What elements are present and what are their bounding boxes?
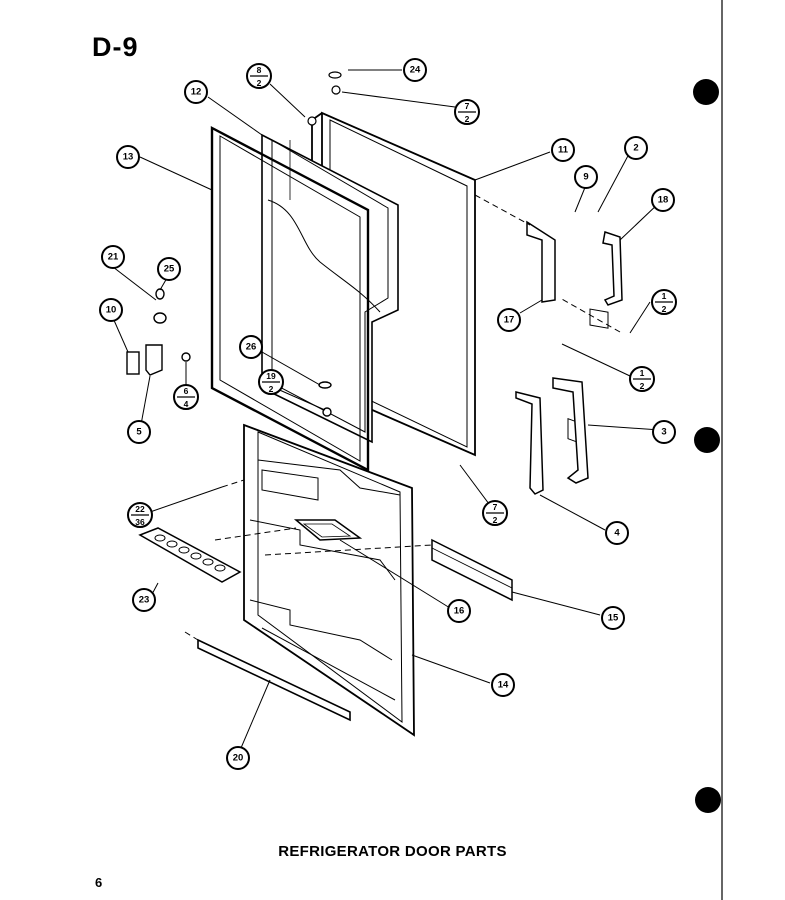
svg-text:4: 4 (184, 399, 189, 409)
svg-text:2: 2 (633, 143, 638, 154)
callout-21: 21 (101, 245, 125, 269)
callout-12: 12 (184, 80, 208, 104)
svg-text:36: 36 (135, 517, 145, 527)
svg-text:2: 2 (640, 381, 645, 391)
callout-6-4: 6 4 (173, 384, 199, 410)
callout-20: 20 (226, 746, 250, 770)
callout-22-36: 22 36 (127, 502, 153, 528)
callout-3: 3 (652, 420, 676, 444)
svg-text:9: 9 (583, 172, 588, 183)
callout-8-2: 8 2 (246, 63, 272, 89)
callout-17: 17 (497, 308, 521, 332)
callout-7-2-bottom: 7 2 (482, 500, 508, 526)
svg-text:6: 6 (184, 386, 189, 396)
svg-text:18: 18 (658, 195, 669, 206)
svg-text:24: 24 (410, 65, 421, 76)
svg-text:17: 17 (504, 315, 515, 326)
callout-2: 2 (624, 136, 648, 160)
svg-text:21: 21 (108, 252, 119, 263)
inner-door-liner (243, 423, 415, 737)
svg-text:2: 2 (465, 114, 470, 124)
svg-text:8: 8 (257, 65, 262, 75)
page-number: 6 (95, 875, 103, 890)
left-hinge-parts (126, 288, 332, 417)
svg-text:2: 2 (269, 384, 274, 394)
door-liner (261, 133, 399, 444)
svg-text:15: 15 (608, 613, 619, 624)
callout-13: 13 (116, 145, 140, 169)
callout-18: 18 (651, 188, 675, 212)
svg-text:7: 7 (493, 502, 498, 512)
svg-text:14: 14 (498, 680, 509, 691)
callout-24: 24 (403, 58, 427, 82)
shelf-bar (431, 538, 513, 602)
svg-text:7: 7 (465, 101, 470, 111)
svg-text:3: 3 (661, 427, 666, 438)
door-gasket (210, 126, 370, 472)
callout-16: 16 (447, 599, 471, 623)
svg-text:5: 5 (136, 427, 142, 438)
callout-19-2: 19 2 (258, 369, 284, 395)
svg-text:11: 11 (558, 145, 569, 156)
callout-26: 26 (239, 335, 263, 359)
svg-text:2: 2 (493, 515, 498, 525)
svg-text:10: 10 (106, 305, 117, 316)
callout-5: 5 (127, 420, 151, 444)
callout-4: 4 (605, 521, 629, 545)
svg-text:1: 1 (662, 291, 667, 301)
top-hinge-hardware (307, 71, 342, 126)
svg-text:12: 12 (191, 87, 202, 98)
egg-tray (138, 527, 242, 583)
side-brackets (515, 377, 589, 495)
callout-11: 11 (551, 138, 575, 162)
page-title: REFRIGERATOR DOOR PARTS (278, 843, 507, 860)
svg-text:16: 16 (454, 606, 465, 617)
svg-text:1: 1 (640, 368, 645, 378)
svg-text:13: 13 (123, 152, 134, 163)
callout-10: 10 (99, 298, 123, 322)
dairy-compartment (293, 519, 363, 541)
binder-holes (693, 0, 723, 900)
svg-text:2: 2 (662, 304, 667, 314)
svg-text:22: 22 (135, 504, 145, 514)
leader-lines (112, 69, 661, 756)
page-code: D-9 (92, 32, 139, 62)
callout-7-2-top: 7 2 (454, 99, 480, 125)
callout-15: 15 (601, 606, 625, 630)
svg-text:20: 20 (233, 753, 244, 764)
bottom-trim-strip (197, 638, 351, 722)
svg-text:25: 25 (164, 264, 175, 275)
svg-text:19: 19 (266, 371, 276, 381)
svg-text:4: 4 (614, 528, 620, 539)
callout-25: 25 (157, 257, 181, 281)
svg-text:23: 23 (139, 595, 150, 606)
callout-1-2-upper: 1 2 (651, 289, 677, 315)
callout-23: 23 (132, 588, 156, 612)
svg-text:26: 26 (246, 342, 257, 353)
callout-1-2-lower: 1 2 (629, 366, 655, 392)
callout-14: 14 (491, 673, 515, 697)
callout-9: 9 (574, 165, 598, 189)
svg-text:2: 2 (257, 78, 262, 88)
